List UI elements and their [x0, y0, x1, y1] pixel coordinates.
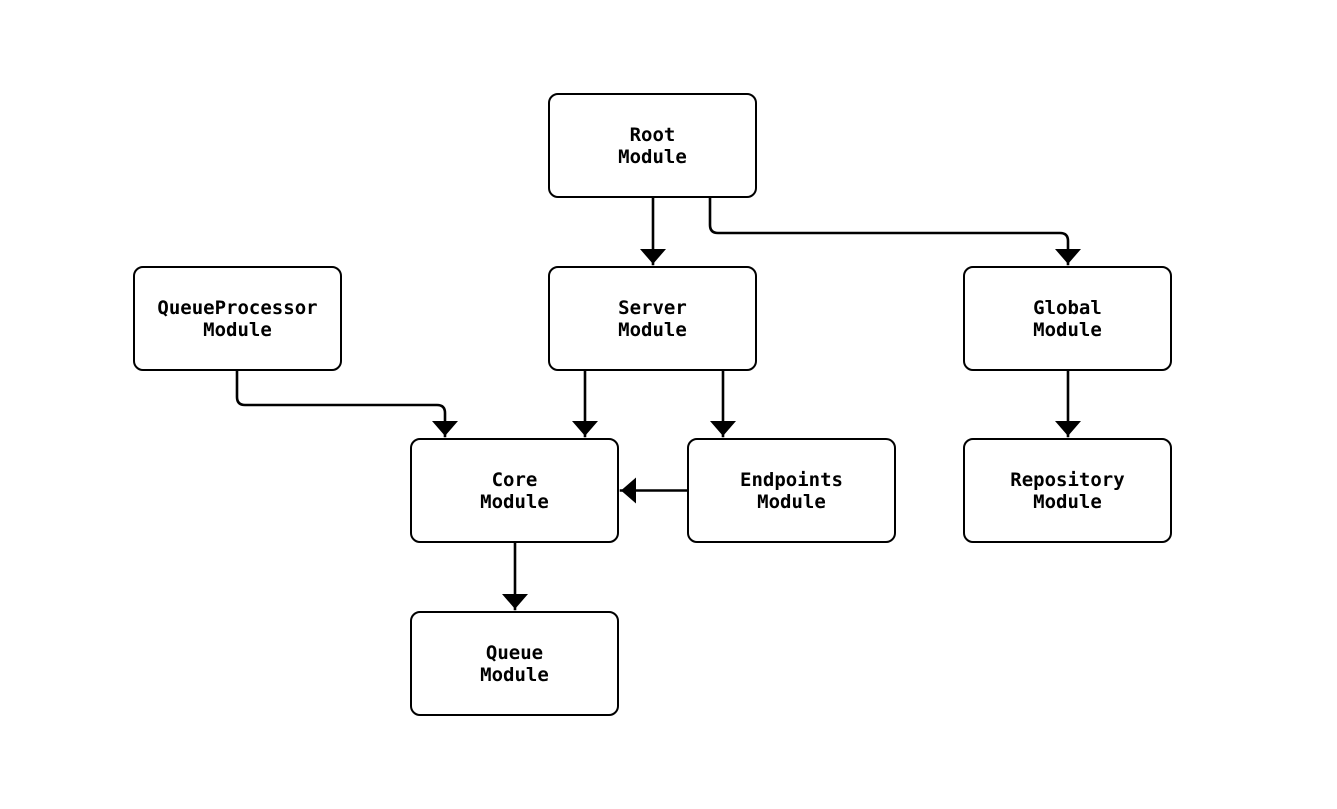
node-queue-module: Queue Module [410, 611, 619, 716]
node-global-module-label: Global Module [1033, 296, 1102, 341]
edge-queueprocessor-to-core [235, 370, 458, 438]
node-root-module-label: Root Module [618, 123, 687, 168]
node-queueprocessor-module: QueueProcessor Module [133, 266, 342, 371]
edge-root-to-global [708, 197, 1081, 266]
node-core-module-label: Core Module [480, 468, 549, 513]
node-queueprocessor-module-label: QueueProcessor Module [157, 296, 318, 341]
node-root-module: Root Module [548, 93, 757, 198]
node-server-module: Server Module [548, 266, 757, 371]
node-endpoints-module: Endpoints Module [687, 438, 896, 543]
node-global-module: Global Module [963, 266, 1172, 371]
node-queue-module-label: Queue Module [480, 641, 549, 686]
node-endpoints-module-label: Endpoints Module [740, 468, 843, 513]
node-repository-module: Repository Module [963, 438, 1172, 543]
node-core-module: Core Module [410, 438, 619, 543]
node-server-module-label: Server Module [618, 296, 687, 341]
node-repository-module-label: Repository Module [1010, 468, 1125, 513]
